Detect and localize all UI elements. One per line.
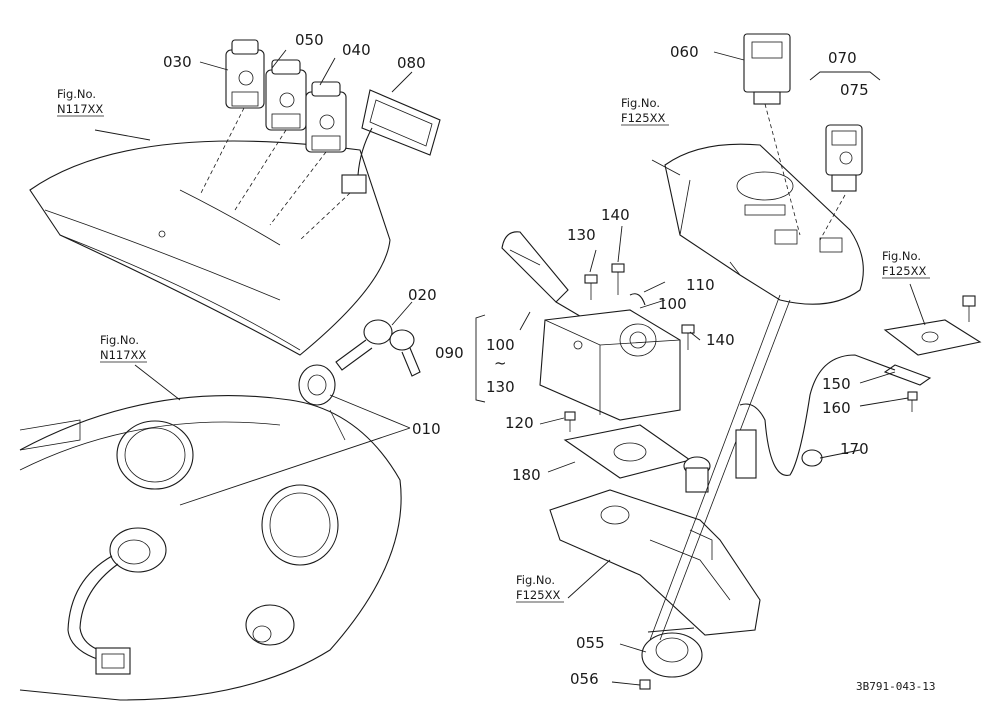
callout-020: 020 bbox=[408, 286, 437, 304]
hub-055 bbox=[639, 627, 703, 690]
bolts bbox=[564, 263, 695, 432]
callout-060: 060 bbox=[670, 43, 699, 61]
upper-panel bbox=[29, 140, 391, 356]
callout-100-range: 100 bbox=[486, 336, 515, 354]
insertion-guides bbox=[199, 107, 351, 241]
callout-075: 075 bbox=[840, 81, 869, 99]
leaders-010 bbox=[179, 394, 411, 506]
gasket-180 bbox=[563, 424, 692, 479]
callout-100: 100 bbox=[658, 295, 687, 313]
callout-130: 130 bbox=[567, 226, 596, 244]
fig-ref-5-number: F125XX bbox=[516, 588, 560, 602]
callout-050: 050 bbox=[295, 31, 324, 49]
drawing-code: 3B791-043-13 bbox=[856, 680, 935, 693]
key-switch-harness bbox=[67, 527, 167, 675]
bracket-plate bbox=[735, 295, 982, 479]
switch-030 bbox=[225, 39, 265, 109]
lever-rod bbox=[649, 294, 791, 641]
callout-080: 080 bbox=[397, 54, 426, 72]
shift-lever bbox=[501, 231, 591, 323]
callout-056: 056 bbox=[570, 670, 599, 688]
callout-150: 150 bbox=[822, 375, 851, 393]
figure-references: Fig.No. N117XX Fig.No. N117XX Fig.No. F1… bbox=[57, 87, 930, 603]
nut-010 bbox=[298, 364, 336, 406]
dash-panel bbox=[19, 395, 402, 701]
callout-110: 110 bbox=[686, 276, 715, 294]
connector-080 bbox=[341, 89, 441, 194]
leaders bbox=[94, 49, 926, 686]
callout-170: 170 bbox=[840, 440, 869, 458]
callout-labels: 030 050 040 080 020 010 060 070 075 130 … bbox=[163, 31, 869, 688]
fig-ref-4-label: Fig.No. bbox=[882, 249, 921, 263]
console-cover bbox=[664, 143, 864, 305]
callout-010: 010 bbox=[412, 420, 441, 438]
callout-range-tilde: ~ bbox=[494, 354, 507, 372]
fig-ref-2-number: N117XX bbox=[100, 348, 146, 362]
key-020 bbox=[335, 319, 421, 377]
callout-070: 070 bbox=[828, 49, 857, 67]
group-bracket-070 bbox=[764, 71, 881, 241]
fig-ref-4-number: F125XX bbox=[882, 264, 926, 278]
fig-ref-3-number: F125XX bbox=[621, 111, 665, 125]
lever-base bbox=[539, 309, 681, 421]
callout-160: 160 bbox=[822, 399, 851, 417]
callout-130-range: 130 bbox=[486, 378, 515, 396]
callout-140-top: 140 bbox=[601, 206, 630, 224]
callout-090: 090 bbox=[435, 344, 464, 362]
floor-plate bbox=[549, 489, 761, 636]
callout-180: 180 bbox=[512, 466, 541, 484]
callout-030: 030 bbox=[163, 53, 192, 71]
fig-ref-1-label: Fig.No. bbox=[57, 87, 96, 101]
callout-055: 055 bbox=[576, 634, 605, 652]
fig-ref-1-number: N117XX bbox=[57, 102, 103, 116]
callout-040: 040 bbox=[342, 41, 371, 59]
switch-050 bbox=[265, 59, 307, 131]
fig-ref-5-label: Fig.No. bbox=[516, 573, 555, 587]
callout-140-right: 140 bbox=[706, 331, 735, 349]
switch-075 bbox=[825, 124, 863, 192]
switch-060 bbox=[743, 33, 791, 105]
fig-ref-3-label: Fig.No. bbox=[621, 96, 660, 110]
switch-040 bbox=[305, 81, 347, 153]
fig-ref-2-label: Fig.No. bbox=[100, 333, 139, 347]
socket bbox=[683, 456, 711, 493]
callout-120: 120 bbox=[505, 414, 534, 432]
